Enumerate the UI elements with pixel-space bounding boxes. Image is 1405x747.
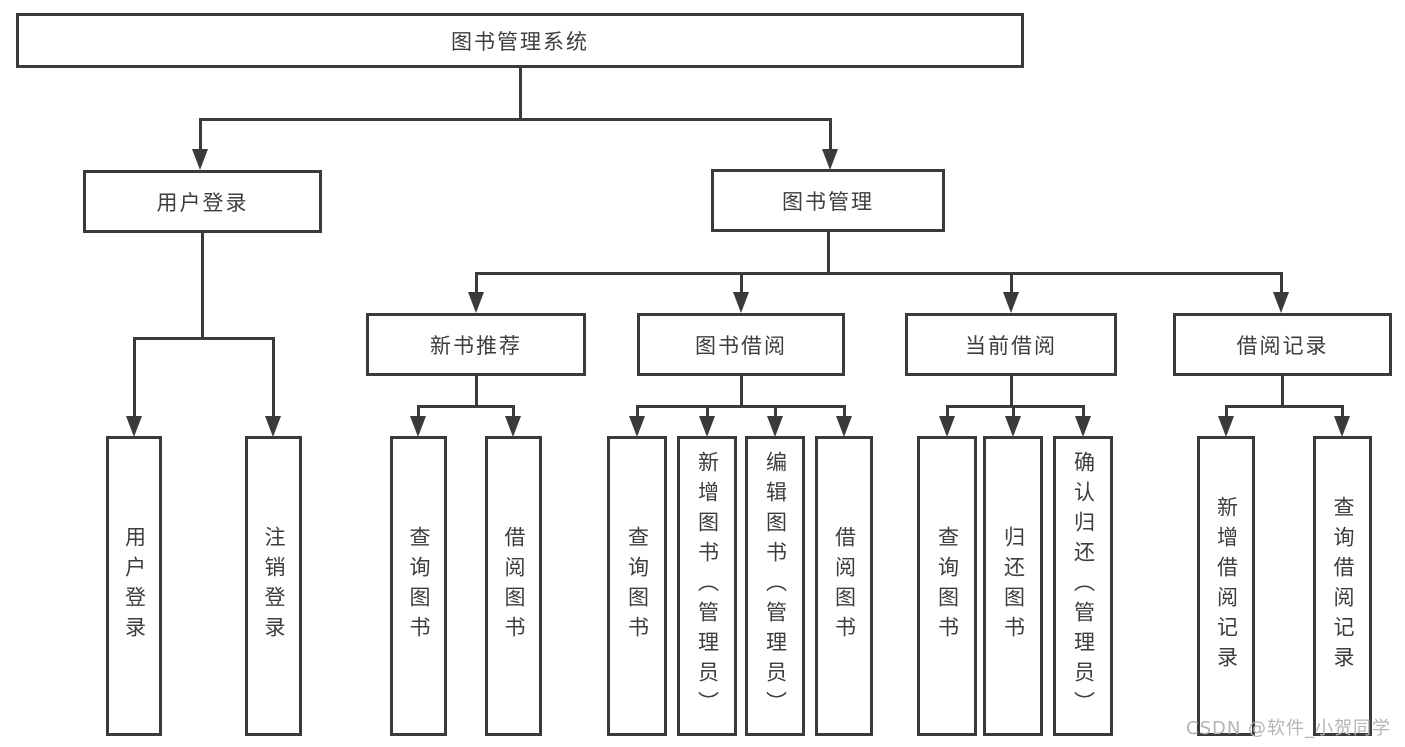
arrow-down (733, 292, 749, 313)
arrow-down (699, 416, 715, 437)
connector (133, 337, 136, 417)
connector (740, 272, 743, 295)
arrow-down (822, 149, 838, 170)
arrow-down (1003, 292, 1019, 313)
leaf-edit-books-admin: 编辑图书（管理员） (745, 436, 805, 736)
leaf-query-borrow-record: 查询借阅记录 (1313, 436, 1372, 736)
node-root: 图书管理系统 (16, 13, 1024, 68)
connector (512, 405, 515, 418)
leaf-edit-books-admin-label: 编辑图书（管理员） (763, 451, 788, 721)
arrow-down (1075, 416, 1091, 437)
leaf-query-borrow-record-label: 查询借阅记录 (1331, 496, 1355, 676)
arrow-down (1218, 416, 1234, 437)
arrow-down (1005, 416, 1021, 437)
node-root-label: 图书管理系统 (451, 29, 589, 54)
arrow-down (767, 416, 783, 437)
connector (829, 118, 832, 151)
connector (1280, 272, 1283, 295)
connector (740, 376, 743, 408)
leaf-add-borrow-record-label: 新增借阅记录 (1214, 496, 1239, 676)
leaf-confirm-return-admin: 确认归还（管理员） (1053, 436, 1113, 736)
connector (272, 337, 275, 417)
leaf-query-books-recommend-label: 查询图书 (407, 526, 431, 646)
connector (475, 272, 478, 295)
arrow-down (410, 416, 426, 437)
connector (946, 405, 949, 418)
leaf-add-books-admin-label: 新增图书（管理员） (695, 451, 720, 721)
connector (706, 405, 709, 418)
node-borrowing-records-label: 借阅记录 (1236, 333, 1329, 358)
connector (636, 405, 846, 408)
leaf-query-books-recommend: 查询图书 (390, 436, 447, 736)
leaf-add-borrow-record: 新增借阅记录 (1197, 436, 1255, 736)
leaf-borrow-books-recommend: 借阅图书 (485, 436, 542, 736)
leaf-confirm-return-admin-label: 确认归还（管理员） (1071, 451, 1096, 721)
leaf-return-books-label: 归还图书 (1001, 526, 1026, 646)
connector (519, 68, 522, 118)
csdn-watermark: CSDN @软件_小贺同学 (1186, 718, 1392, 739)
connector (1225, 405, 1228, 418)
leaf-borrow-books-label: 借阅图书 (832, 526, 857, 646)
node-borrowing-records: 借阅记录 (1173, 313, 1392, 376)
connector (1281, 376, 1284, 408)
connector (1012, 405, 1015, 418)
leaf-borrow-books-recommend-label: 借阅图书 (502, 526, 526, 646)
node-user-login-label: 用户登录 (156, 190, 249, 215)
connector (417, 405, 420, 418)
connector (1082, 405, 1085, 418)
node-book-management: 图书管理 (711, 169, 945, 232)
node-new-book-recommendation: 新书推荐 (366, 313, 586, 376)
leaf-query-books-current-label: 查询图书 (935, 526, 960, 646)
node-book-borrowing-label: 图书借阅 (695, 333, 787, 358)
connector (636, 405, 639, 418)
node-user-login: 用户登录 (83, 170, 322, 233)
arrow-down (265, 416, 281, 437)
connector (475, 272, 1283, 275)
connector (417, 405, 515, 408)
leaf-query-books-current: 查询图书 (917, 436, 977, 736)
arrow-down (939, 416, 955, 437)
arrow-down (1334, 416, 1350, 437)
leaf-user-login: 用户登录 (106, 436, 162, 736)
leaf-logout-label: 注销登录 (262, 526, 286, 646)
connector (1341, 405, 1344, 418)
connector (774, 405, 777, 418)
arrow-down (126, 416, 142, 437)
connector (133, 337, 274, 340)
arrow-down (468, 292, 484, 313)
leaf-return-books: 归还图书 (983, 436, 1043, 736)
arrow-down (836, 416, 852, 437)
leaf-borrow-books: 借阅图书 (815, 436, 873, 736)
node-current-borrowing-label: 当前借阅 (965, 333, 1057, 358)
arrow-down (192, 149, 208, 170)
connector (201, 233, 204, 340)
connector (199, 118, 202, 151)
connector (827, 232, 830, 275)
node-current-borrowing: 当前借阅 (905, 313, 1117, 376)
leaf-query-books-borrowing: 查询图书 (607, 436, 667, 736)
leaf-query-books-borrowing-label: 查询图书 (625, 526, 650, 646)
connector (946, 405, 1085, 408)
connector (1225, 405, 1344, 408)
connector (1010, 376, 1013, 408)
node-new-book-recommendation-label: 新书推荐 (430, 333, 522, 358)
leaf-add-books-admin: 新增图书（管理员） (677, 436, 737, 736)
leaf-user-login-label: 用户登录 (122, 526, 147, 646)
connector (475, 376, 478, 408)
connector (843, 405, 846, 418)
node-book-borrowing: 图书借阅 (637, 313, 845, 376)
node-book-management-label: 图书管理 (782, 189, 874, 214)
connector (199, 118, 831, 121)
arrow-down (505, 416, 521, 437)
arrow-down (629, 416, 645, 437)
connector (1010, 272, 1013, 295)
leaf-logout: 注销登录 (245, 436, 302, 736)
arrow-down (1273, 292, 1289, 313)
